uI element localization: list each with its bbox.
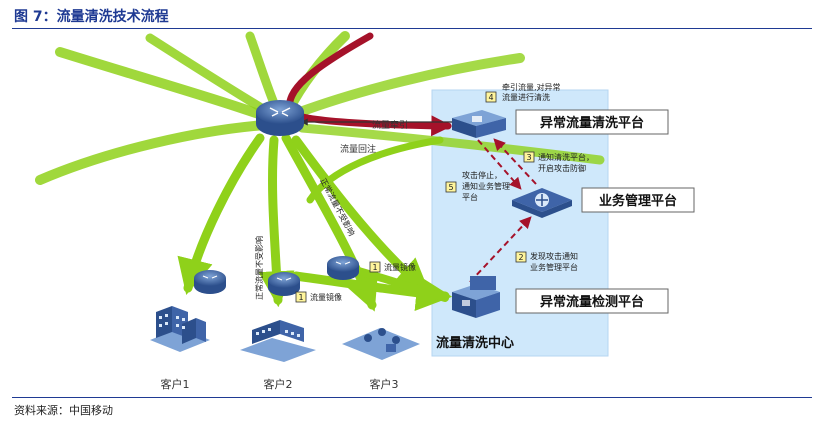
cleaning-center-label: 流量清洗中心 bbox=[436, 335, 514, 351]
step-3: 3 通知清洗平台， 开启攻击防御 bbox=[523, 151, 594, 173]
step-4-text-2: 流量进行清洗 bbox=[502, 92, 550, 102]
step-1a-text: 流量镜像 bbox=[384, 262, 416, 272]
step-4: 4 牵引流量,对异常 流量进行清洗 bbox=[485, 82, 561, 103]
step-1b-text: 流量镜像 bbox=[310, 292, 342, 302]
step-3-text-1: 通知清洗平台， bbox=[538, 152, 594, 162]
step-2: 2 发现攻击通知 业务管理平台 bbox=[515, 251, 578, 272]
traction-label: 流量牵引 bbox=[372, 119, 408, 131]
detection-platform-box bbox=[515, 288, 669, 314]
normal-flow-vertical-label: 正常流量不受影响 bbox=[254, 236, 264, 300]
edge-router-3-icon bbox=[327, 256, 359, 280]
step-2-number: 2 bbox=[518, 253, 523, 262]
detection-device-icon bbox=[452, 276, 500, 318]
detection-platform-label: 异常流量检测平台 bbox=[540, 294, 644, 310]
core-router-icon bbox=[256, 100, 304, 136]
step-1b: 1 流量镜像 bbox=[295, 291, 342, 303]
edge-router-2-icon bbox=[268, 272, 300, 296]
step-2-text-1: 发现攻击通知 bbox=[530, 251, 578, 261]
step-4-number: 4 bbox=[488, 93, 493, 102]
step-3-text-2: 开启攻击防御 bbox=[538, 163, 586, 173]
customer-1-label: 客户1 bbox=[161, 377, 190, 391]
management-platform-box bbox=[581, 187, 695, 213]
customer-3-label: 客户3 bbox=[370, 377, 399, 391]
step-4-text-1: 牵引流量,对异常 bbox=[502, 82, 561, 92]
edge-router-1-icon bbox=[194, 270, 226, 294]
step-5-text-1: 攻击停止， bbox=[462, 170, 502, 180]
customer-1-building-icon bbox=[150, 306, 210, 352]
step-5-number: 5 bbox=[448, 183, 453, 192]
management-device-icon bbox=[512, 188, 572, 218]
figure-source: 资料来源：中国移动 bbox=[14, 404, 113, 417]
cleaning-platform-label: 异常流量清洗平台 bbox=[540, 115, 644, 131]
bottom-divider bbox=[12, 397, 812, 398]
step-5-text-2: 通知业务管理 bbox=[462, 181, 510, 191]
control-arrows bbox=[469, 138, 537, 283]
customer-2-building-icon bbox=[240, 320, 316, 362]
step-1a-number: 1 bbox=[372, 263, 377, 272]
reinject-label: 流量回注 bbox=[340, 143, 376, 155]
customer-2-label: 客户2 bbox=[264, 377, 293, 391]
top-divider bbox=[12, 28, 812, 29]
step-1b-number: 1 bbox=[298, 293, 303, 302]
cleaning-device-icon bbox=[452, 110, 506, 138]
step-3-number: 3 bbox=[526, 153, 531, 162]
step-5-text-3: 平台 bbox=[462, 192, 478, 202]
step-2-text-2: 业务管理平台 bbox=[530, 262, 578, 272]
management-platform-label: 业务管理平台 bbox=[599, 193, 677, 209]
cleaning-platform-box bbox=[515, 109, 669, 135]
step-5: 5 攻击停止， 通知业务管理 平台 bbox=[445, 170, 510, 202]
step-1a: 1 流量镜像 bbox=[369, 261, 416, 273]
figure-title: 图 7：流量清洗技术流程 bbox=[14, 9, 169, 25]
customer-3-building-icon bbox=[342, 328, 420, 360]
